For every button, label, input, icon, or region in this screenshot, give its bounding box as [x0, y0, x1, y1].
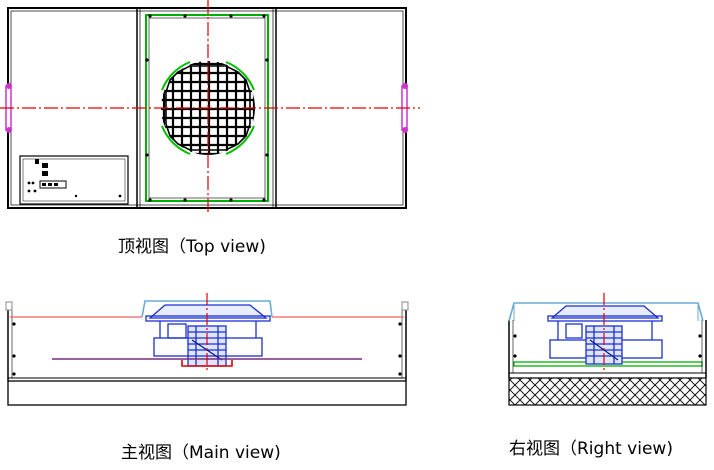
fan-guard-ring	[161, 61, 255, 155]
top-view	[0, 0, 420, 212]
caption-top-view: 顶视图（Top view)	[118, 237, 266, 257]
right-view-hatched-base	[508, 377, 707, 406]
main-view-base	[7, 380, 407, 406]
control-terminal-block	[39, 180, 67, 189]
right-top-cover	[508, 302, 704, 322]
control-switch	[42, 163, 48, 168]
frame-bolts	[145, 14, 269, 202]
main-view	[5, 293, 409, 406]
control-box	[19, 155, 129, 205]
right-fan-unit-icon	[547, 305, 663, 365]
caption-main-view: 主视图（Main view)	[121, 443, 281, 463]
control-indicator	[35, 159, 39, 164]
caption-right-view: 右视图（Right view)	[509, 439, 673, 459]
main-fan-unit-icon	[145, 304, 271, 367]
right-view	[508, 293, 707, 406]
